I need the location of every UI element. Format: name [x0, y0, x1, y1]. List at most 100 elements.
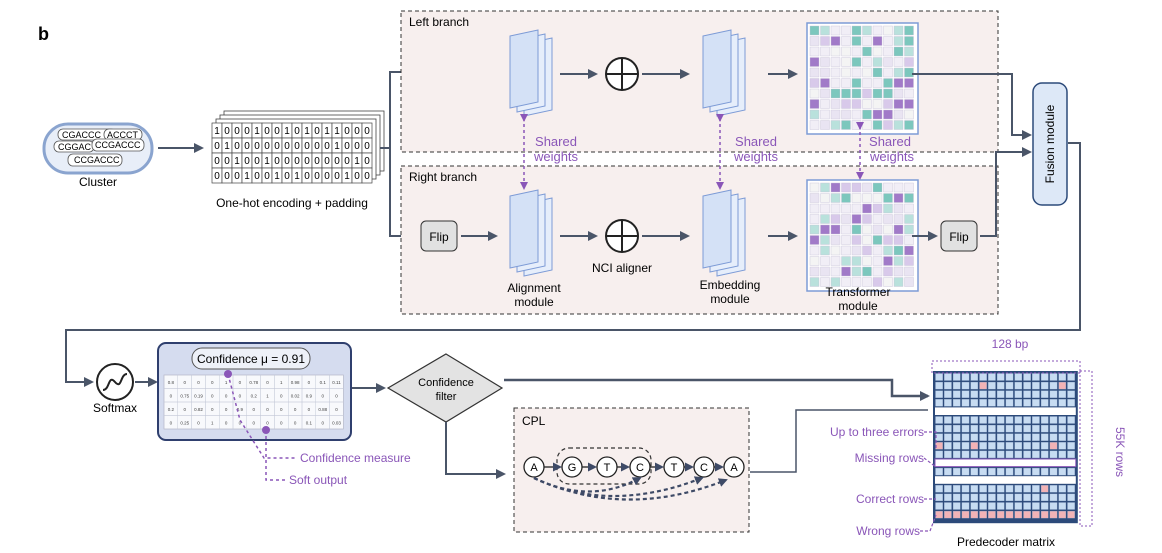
- predecoder-cell: [1067, 510, 1075, 519]
- attention-cell: [820, 120, 830, 130]
- predecoder-cell: [944, 381, 952, 390]
- predecoder-cell: [1067, 399, 1075, 407]
- onehot-digit: 0: [294, 126, 300, 137]
- attention-cell: [820, 67, 830, 78]
- predecoder-cell: [944, 467, 952, 476]
- onehot-digit: 1: [294, 171, 300, 182]
- soft-output-value: 0.8: [168, 380, 175, 385]
- predecoder-cell: [952, 450, 961, 459]
- predecoder-cell: [944, 433, 952, 441]
- predecoder-cell: [935, 485, 943, 493]
- onehot-digit: 0: [274, 141, 280, 152]
- cpl-skip-arrow-2: [533, 476, 704, 498]
- shared-weights-label-3b: weights: [869, 149, 915, 164]
- predecoder-cell: [1040, 493, 1049, 502]
- attention-cell: [820, 46, 830, 57]
- soft-output-value: 0: [225, 407, 228, 412]
- attention-cell: [830, 78, 841, 88]
- soft-output-value: 0.2: [168, 407, 175, 412]
- onehot-digit: 1: [334, 126, 340, 137]
- predecoder-cell: [1058, 485, 1067, 493]
- soft-output-value: 0: [294, 421, 297, 426]
- attention-cell: [851, 109, 862, 120]
- predecoder-cell: [1040, 485, 1049, 493]
- onehot-digit: 0: [314, 141, 320, 152]
- predecoder-cell: [988, 433, 996, 441]
- predecoder-cell: [996, 502, 1005, 510]
- attention-cell: [809, 214, 820, 224]
- attention-cell: [904, 235, 914, 245]
- predecoder-cell: [952, 433, 961, 441]
- attention-cell: [862, 245, 872, 256]
- attention-cell: [904, 67, 914, 78]
- attention-cell: [893, 109, 904, 120]
- predecoder-cell: [944, 442, 952, 450]
- attention-cell: [862, 99, 872, 109]
- attention-cell: [883, 109, 893, 120]
- predecoder-cell: [1058, 450, 1067, 459]
- attention-cell: [809, 193, 820, 203]
- arrow-filter-predecoder: [504, 378, 930, 401]
- onehot-digit: 0: [364, 141, 370, 152]
- attention-cell: [872, 182, 883, 193]
- onehot-digit: 0: [214, 171, 220, 182]
- predecoder-cell: [1067, 433, 1075, 441]
- shared-weights-label-2b: weights: [733, 149, 779, 164]
- predecoder-cell: [1067, 467, 1075, 476]
- cluster-seq-4: CCGACCC: [95, 140, 141, 150]
- attention-cell: [841, 57, 851, 67]
- soft-output-value: 0.1: [306, 421, 313, 426]
- attention-cell: [830, 214, 841, 224]
- attention-cell: [862, 78, 872, 88]
- onehot-digit: 0: [264, 126, 270, 137]
- predecoder-cell: [979, 502, 987, 510]
- predecoder-cell: [961, 485, 970, 493]
- predecoder-cell: [952, 373, 961, 381]
- predecoder-cell: [1067, 493, 1075, 502]
- onehot-digit: 0: [274, 156, 280, 167]
- predecoder-cell: [1005, 493, 1014, 502]
- cpl-node: [596, 456, 618, 478]
- attention-cell: [883, 235, 893, 245]
- predecoder-cell: [970, 493, 979, 502]
- predecoder-cell: [961, 467, 970, 476]
- predecoder-cell: [1005, 416, 1014, 424]
- predecoder-cell: [988, 373, 996, 381]
- predecoder-cell: [1005, 390, 1014, 398]
- predecoder-cell: [935, 467, 943, 476]
- panel-label: b: [38, 24, 49, 44]
- predecoder-gap-row: [935, 407, 1076, 415]
- attention-cell: [830, 203, 841, 214]
- predecoder-cell: [952, 390, 961, 398]
- attention-cell: [872, 67, 883, 78]
- predecoder-cell: [1058, 416, 1067, 424]
- attention-cell: [830, 88, 841, 99]
- predecoder-cell: [1005, 467, 1014, 476]
- attention-cell: [904, 99, 914, 109]
- onehot-digit: 1: [354, 156, 360, 167]
- predecoder-cell: [935, 373, 943, 381]
- cpl-node: [723, 456, 745, 478]
- attention-cell: [820, 203, 830, 214]
- soft-output-value: 0.03: [332, 421, 341, 426]
- predecoder-cell: [1005, 502, 1014, 510]
- soft-output-value: 0: [211, 394, 214, 399]
- attention-cell: [830, 193, 841, 203]
- attention-cell: [893, 214, 904, 224]
- attention-cell: [820, 193, 830, 203]
- soft-output-value: 0.98: [291, 380, 300, 385]
- predecoder-cell: [996, 467, 1005, 476]
- attention-cell: [851, 78, 862, 88]
- attention-cell: [830, 46, 841, 57]
- predecoder-cell: [996, 442, 1005, 450]
- attention-cell: [809, 266, 820, 277]
- cpl-node-label: C: [700, 462, 708, 474]
- attention-cell: [893, 245, 904, 256]
- attention-cell: [841, 245, 851, 256]
- predecoder-cell: [979, 381, 987, 390]
- predecoder-height-label: 55K rows: [1113, 427, 1127, 477]
- attention-cell: [872, 78, 883, 88]
- attention-cell: [893, 25, 904, 36]
